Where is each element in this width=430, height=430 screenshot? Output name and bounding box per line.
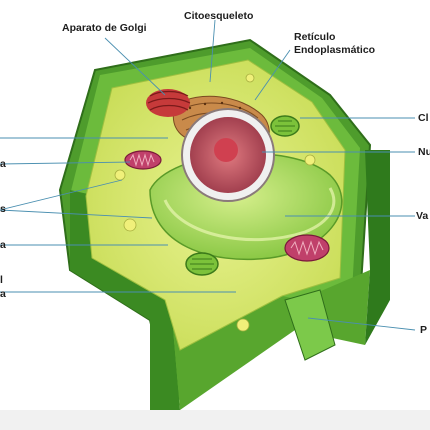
- bottom-strip: [0, 410, 430, 430]
- chloroplast-2: [185, 252, 219, 276]
- nucleus: [181, 108, 275, 202]
- label-left-4: l: [0, 274, 3, 286]
- label-right-1: Cl: [418, 112, 429, 124]
- golgi-apparatus: [146, 89, 191, 117]
- label-right-2: Nu: [418, 146, 430, 158]
- label-reticulo-2: Endoplasmático: [294, 44, 376, 56]
- label-reticulo-1: Retículo: [294, 31, 336, 43]
- leader-lines: [0, 19, 416, 331]
- label-left-1: a: [0, 158, 6, 170]
- mitochondrion: [124, 150, 162, 170]
- label-citoesqueleto: Citoesqueleto: [184, 10, 254, 22]
- label-golgi: Aparato de Golgi: [62, 22, 147, 34]
- chloroplast: [270, 115, 300, 137]
- label-right-3: Va: [416, 210, 429, 222]
- label-left-5: a: [0, 288, 6, 300]
- label-right-4: P: [420, 324, 428, 336]
- label-left-3: a: [0, 239, 6, 251]
- mitochondrion-2: [284, 234, 330, 262]
- label-left-2: s: [0, 203, 6, 215]
- vesicles: [114, 73, 316, 332]
